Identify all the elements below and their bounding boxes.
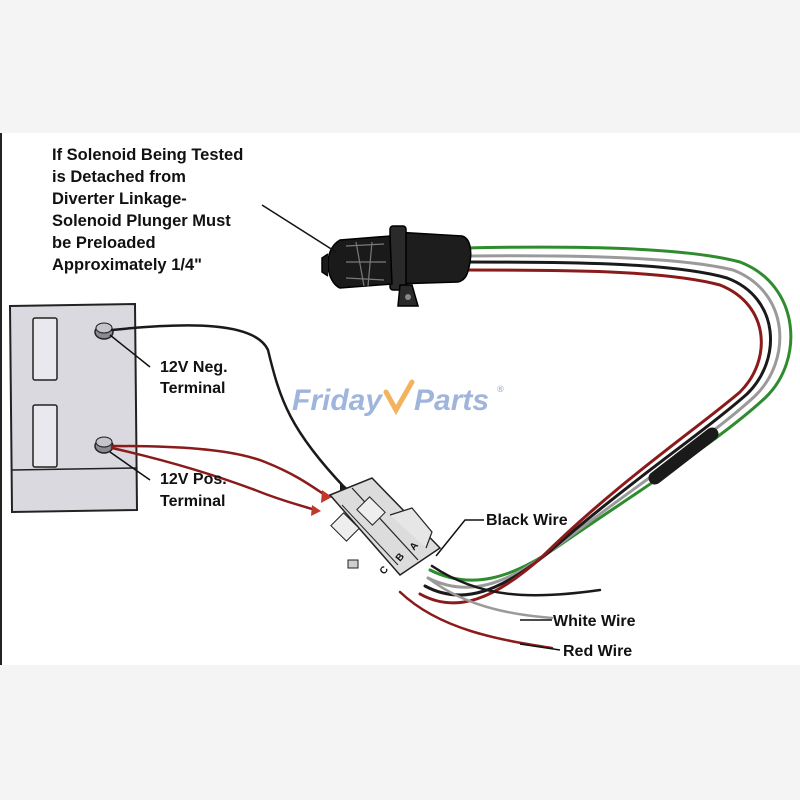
note-line-2: is Detached from — [52, 168, 186, 186]
positive-terminal-post — [94, 436, 114, 454]
terminal-leaders — [109, 334, 151, 481]
watermark-part-1: Friday — [292, 384, 383, 417]
white-wire-label: White Wire — [553, 613, 636, 630]
note-line-3: Diverter Linkage- — [52, 190, 187, 208]
svg-text:®: ® — [497, 384, 504, 394]
watermark-registered: ® — [497, 384, 504, 394]
black-wire-tail — [430, 564, 602, 597]
red-probe-tip-2 — [311, 505, 321, 516]
watermark-check-mark — [383, 379, 415, 416]
pos-terminal-label-line-1: 12V Pos. — [160, 471, 227, 488]
svg-text:Parts: Parts — [414, 384, 489, 417]
black-wire-label: Black Wire — [486, 512, 568, 529]
wire-harness — [398, 245, 793, 650]
pos-terminal-label: 12V Pos. Terminal — [160, 471, 227, 510]
neg-terminal-label-line-2: Terminal — [160, 380, 226, 397]
jumper-wires — [110, 324, 350, 516]
harness-white-wire — [426, 254, 782, 589]
brand-watermark: Friday Parts ® — [292, 379, 504, 417]
top-margin — [0, 0, 800, 133]
pin-label-c: C — [378, 564, 391, 577]
red-probe-tip-1 — [321, 490, 332, 503]
wire-label-leaders — [435, 519, 561, 651]
harness-black-wire — [423, 260, 772, 597]
white-wire-tail — [426, 576, 554, 620]
solenoid — [321, 225, 472, 307]
red-wire-label: Red Wire — [563, 643, 632, 660]
note-line-5: be Preloaded — [52, 234, 156, 252]
connector: C B A — [328, 477, 442, 577]
note-leader — [261, 204, 337, 253]
neg-terminal-label: 12V Neg. Terminal — [160, 359, 228, 397]
harness-red-wire — [418, 268, 763, 605]
preload-note: If Solenoid Being Tested is Detached fro… — [52, 146, 243, 274]
jumper-black-wire — [110, 324, 347, 490]
jumper-red-wire-2 — [110, 446, 317, 512]
bottom-margin — [0, 665, 800, 800]
neg-terminal-label-line-1: 12V Neg. — [160, 359, 228, 376]
note-line-4: Solenoid Plunger Must — [52, 212, 231, 230]
note-line-6: Approximately 1/4" — [52, 256, 202, 274]
heat-shrink-sleeve — [648, 427, 719, 485]
note-line-1: If Solenoid Being Tested — [52, 146, 243, 164]
battery — [8, 302, 139, 514]
pos-terminal-label-line-2: Terminal — [160, 493, 226, 510]
left-border-line — [0, 133, 2, 665]
svg-text:Friday: Friday — [292, 384, 383, 417]
jumper-red-wire-1 — [110, 444, 327, 497]
red-wire-tail — [398, 590, 554, 650]
negative-terminal-post — [94, 322, 114, 340]
watermark-part-2: Parts — [414, 384, 489, 417]
